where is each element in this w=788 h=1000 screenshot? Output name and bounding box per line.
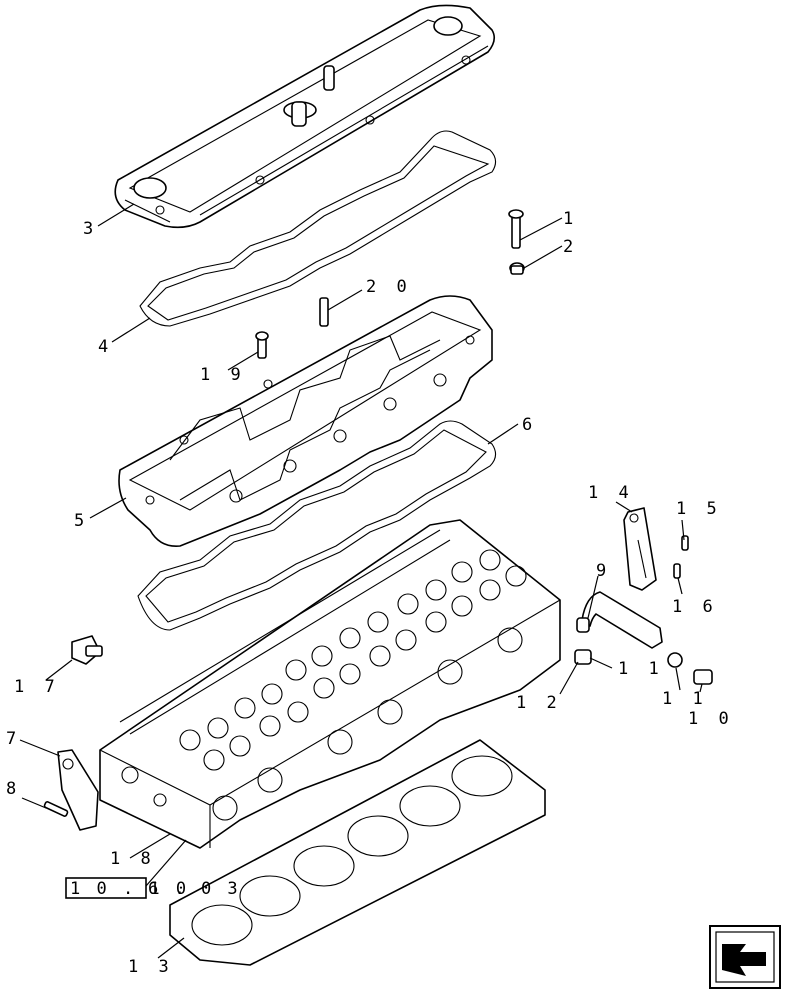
callout-17: 1 7	[14, 677, 60, 697]
cover-gasket	[139, 130, 497, 327]
callout-13: 1 3	[128, 957, 174, 977]
screw-15	[681, 535, 689, 551]
callout-1: 1	[563, 209, 578, 229]
fitting-10	[693, 669, 713, 685]
head-gasket	[169, 739, 546, 966]
callout-12: 1 2	[516, 693, 562, 713]
callout-11a: 1 1	[618, 659, 664, 679]
lower-gasket	[137, 420, 497, 631]
valve-cover	[114, 4, 496, 229]
callout-19: 1 9	[200, 365, 246, 385]
callout-9: 9	[596, 561, 611, 581]
nut-2	[509, 262, 525, 275]
callout-18: 1 8	[110, 849, 156, 869]
rocker-housing	[118, 295, 493, 547]
callout-3: 3	[83, 219, 98, 239]
reference-suffix-text: 6 . 0 3	[148, 879, 241, 899]
callout-15: 1 5	[676, 499, 722, 519]
stud-20	[319, 297, 329, 327]
bracket-7	[57, 749, 99, 831]
fitting-12	[574, 649, 592, 665]
tube-9	[576, 591, 663, 649]
callout-8: 8	[6, 779, 21, 799]
cylinder-head	[99, 519, 561, 849]
reference-boxed-text: 1 0 . 1 0	[70, 879, 189, 899]
callout-6: 6	[522, 415, 537, 435]
callout-7: 7	[6, 729, 21, 749]
callout-10: 1 0	[688, 709, 734, 729]
bolt-19	[255, 331, 269, 359]
bracket-14	[623, 507, 657, 591]
callout-11b: 1 1	[662, 689, 708, 709]
next-page-arrow-icon[interactable]	[709, 925, 781, 989]
callout-4: 4	[98, 337, 113, 357]
bolt-1	[508, 209, 524, 249]
callout-20: 2 0	[366, 277, 412, 297]
callout-2: 2	[563, 237, 578, 257]
plug-17	[71, 635, 103, 665]
leader-lines	[19, 203, 703, 959]
ring-11	[667, 652, 683, 668]
callout-14: 1 4	[588, 483, 634, 503]
bolt-8	[43, 801, 69, 817]
screw-16	[673, 563, 681, 579]
callout-16: 1 6	[672, 597, 718, 617]
section-reference[interactable]: 1 0 . 1 0 6 . 0 3	[65, 877, 241, 899]
callout-5: 5	[74, 511, 89, 531]
